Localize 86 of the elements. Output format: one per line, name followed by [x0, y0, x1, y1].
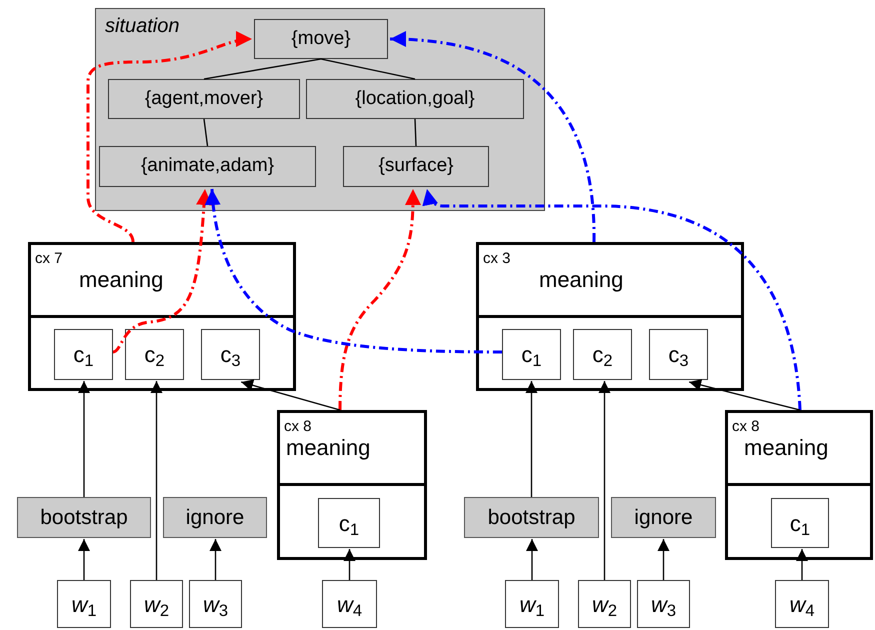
- meaning-label: meaning: [744, 435, 828, 460]
- set-label: {agent,mover}: [144, 86, 264, 111]
- word-label: w$_{1}$: [71, 590, 97, 620]
- constituent-box: [125, 329, 184, 380]
- word-label: w$_{4}$: [789, 590, 815, 620]
- set-box: [343, 146, 489, 187]
- word-box: [322, 580, 377, 628]
- situation-panel: [95, 8, 545, 211]
- panel-title: situation: [105, 15, 180, 37]
- word-label: w$_{4}$: [336, 590, 362, 620]
- set-box: [254, 19, 388, 59]
- constituent-label: c$_{1}$: [338, 510, 360, 540]
- constituent-box: [502, 329, 561, 380]
- mapping-arrow: [422, 188, 802, 410]
- construction-box: [476, 242, 744, 391]
- word-box: [578, 580, 631, 628]
- set-box: [108, 79, 300, 119]
- word-box: [775, 580, 829, 628]
- construction-id: cx 7: [35, 250, 63, 267]
- construction-box: [725, 410, 873, 560]
- constituent-label: c$_{3}$: [668, 341, 689, 371]
- constituent-box: [771, 498, 829, 548]
- constituent-label: c$_{2}$: [592, 341, 613, 371]
- arrow: [78, 539, 90, 580]
- constituent-label: c$_{3}$: [220, 341, 241, 371]
- word-label: w$_{3}$: [202, 590, 228, 620]
- operation-box: [611, 497, 716, 538]
- operation-box: [17, 497, 151, 538]
- constituent-label: c$_{1}$: [73, 341, 94, 371]
- operation-box: [163, 497, 267, 538]
- word-box: [189, 580, 242, 628]
- tree-line: [414, 118, 417, 146]
- tree-line: [320, 58, 416, 80]
- constituent-box: [649, 329, 708, 380]
- word-label: w$_{3}$: [650, 590, 676, 620]
- construction-box: [28, 242, 296, 391]
- arrow: [344, 549, 356, 580]
- meaning-label: meaning: [286, 435, 370, 460]
- constituent-label: c$_{2}$: [144, 341, 165, 371]
- set-label: {animate,adam}: [140, 154, 274, 178]
- meaning-label: meaning: [539, 267, 624, 292]
- word-label: w$_{1}$: [519, 590, 545, 620]
- mapping-arrow: [390, 32, 596, 242]
- arrow: [526, 381, 538, 497]
- word-box: [505, 580, 559, 628]
- arrow: [688, 379, 800, 411]
- operation-box: [464, 497, 599, 538]
- construction-box: [277, 410, 427, 560]
- set-label: {location,goal}: [355, 86, 475, 111]
- constituent-box: [318, 498, 380, 548]
- arrow: [150, 381, 162, 580]
- operation-label: ignore: [634, 504, 693, 531]
- arrow: [796, 549, 808, 580]
- arrow: [210, 539, 222, 580]
- construction-id: cx 8: [732, 418, 760, 435]
- tree-line: [203, 118, 208, 146]
- construction-id: cx 3: [483, 250, 511, 267]
- constituent-box: [54, 329, 113, 380]
- construction-id: cx 8: [284, 418, 312, 435]
- constituent-label: c$_{1}$: [521, 341, 542, 371]
- word-label: w$_{2}$: [592, 590, 618, 620]
- constituent-box: [201, 329, 260, 380]
- word-box: [57, 580, 111, 628]
- arrow: [658, 539, 670, 580]
- word-box: [637, 580, 690, 628]
- constituent-label: c$_{1}$: [790, 510, 810, 540]
- word-box: [130, 580, 183, 628]
- mapping-arrow: [86, 32, 252, 242]
- constituent-box: [573, 329, 632, 380]
- operation-label: bootstrap: [40, 504, 128, 531]
- word-label: w$_{2}$: [144, 590, 170, 620]
- set-box: [99, 146, 316, 187]
- operation-label: bootstrap: [488, 504, 576, 531]
- arrow: [598, 381, 610, 580]
- arrow: [526, 539, 538, 580]
- operation-label: ignore: [186, 504, 244, 531]
- set-label: {surface}: [378, 154, 454, 178]
- meaning-label: meaning: [79, 267, 164, 292]
- mapping-arrow: [205, 188, 502, 354]
- mapping-arrow: [338, 189, 421, 410]
- mapping-arrow: [112, 188, 212, 354]
- set-box: [306, 79, 524, 119]
- tree-line: [204, 58, 322, 80]
- arrow: [78, 381, 90, 497]
- arrow: [240, 380, 340, 411]
- set-label: {move}: [291, 26, 351, 51]
